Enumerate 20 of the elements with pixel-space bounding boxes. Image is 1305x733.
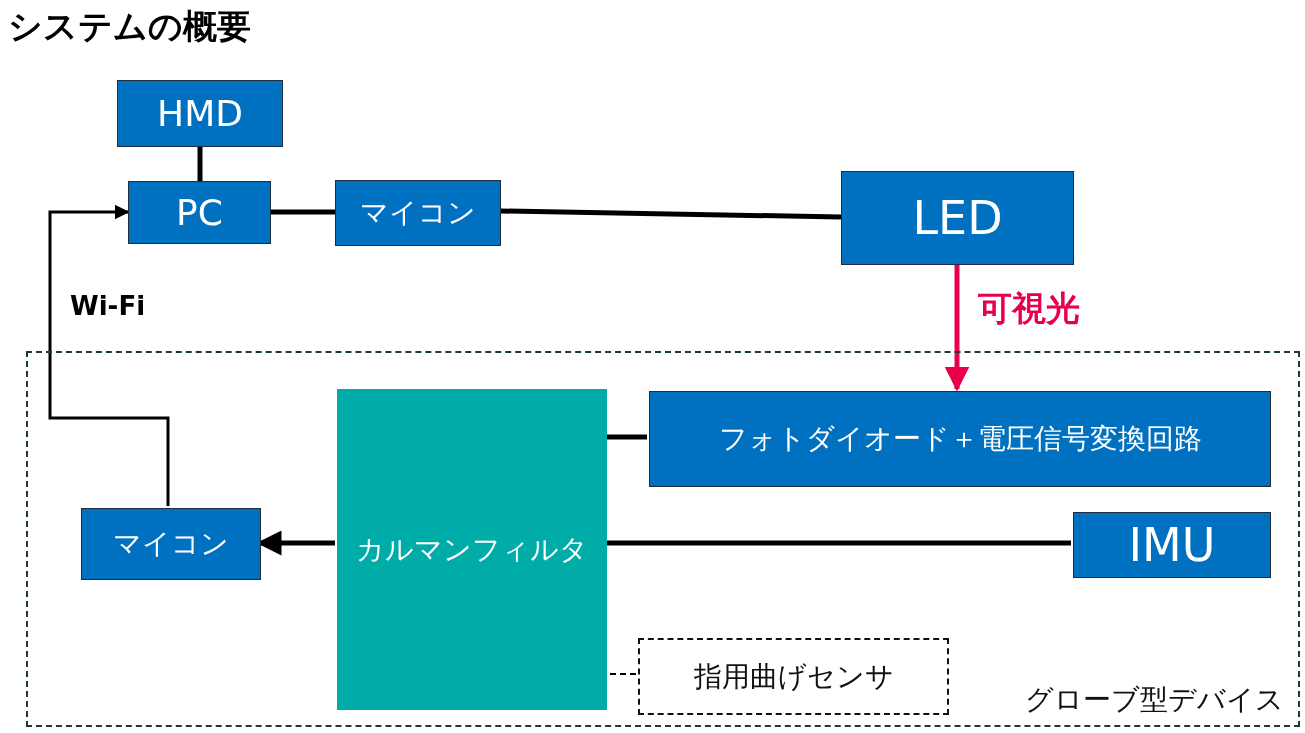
process-box: LED <box>841 171 1074 265</box>
connector-line <box>271 209 335 215</box>
connector-line <box>605 540 1071 546</box>
process-box: PC <box>128 181 271 244</box>
process-box: HMD <box>117 80 283 147</box>
group-label: グローブ型デバイス <box>1025 682 1284 718</box>
connector-line <box>500 208 842 220</box>
arrow <box>48 204 170 506</box>
process-box: マイコン <box>81 508 261 580</box>
process-box: マイコン <box>335 180 501 246</box>
process-box: IMU <box>1073 512 1271 578</box>
arrow <box>944 265 970 392</box>
connector-line <box>197 147 203 181</box>
diagram-title: システムの概要 <box>8 5 251 48</box>
filter-box: カルマンフィルタ <box>337 389 607 710</box>
device-group-boundary <box>26 351 1300 727</box>
sensor-box: 指用曲げセンサ <box>638 638 949 715</box>
edge-label: 可視光 <box>978 290 1080 328</box>
connector-line <box>605 434 647 440</box>
process-box: フォトダイオード＋電圧信号変換回路 <box>649 391 1271 487</box>
